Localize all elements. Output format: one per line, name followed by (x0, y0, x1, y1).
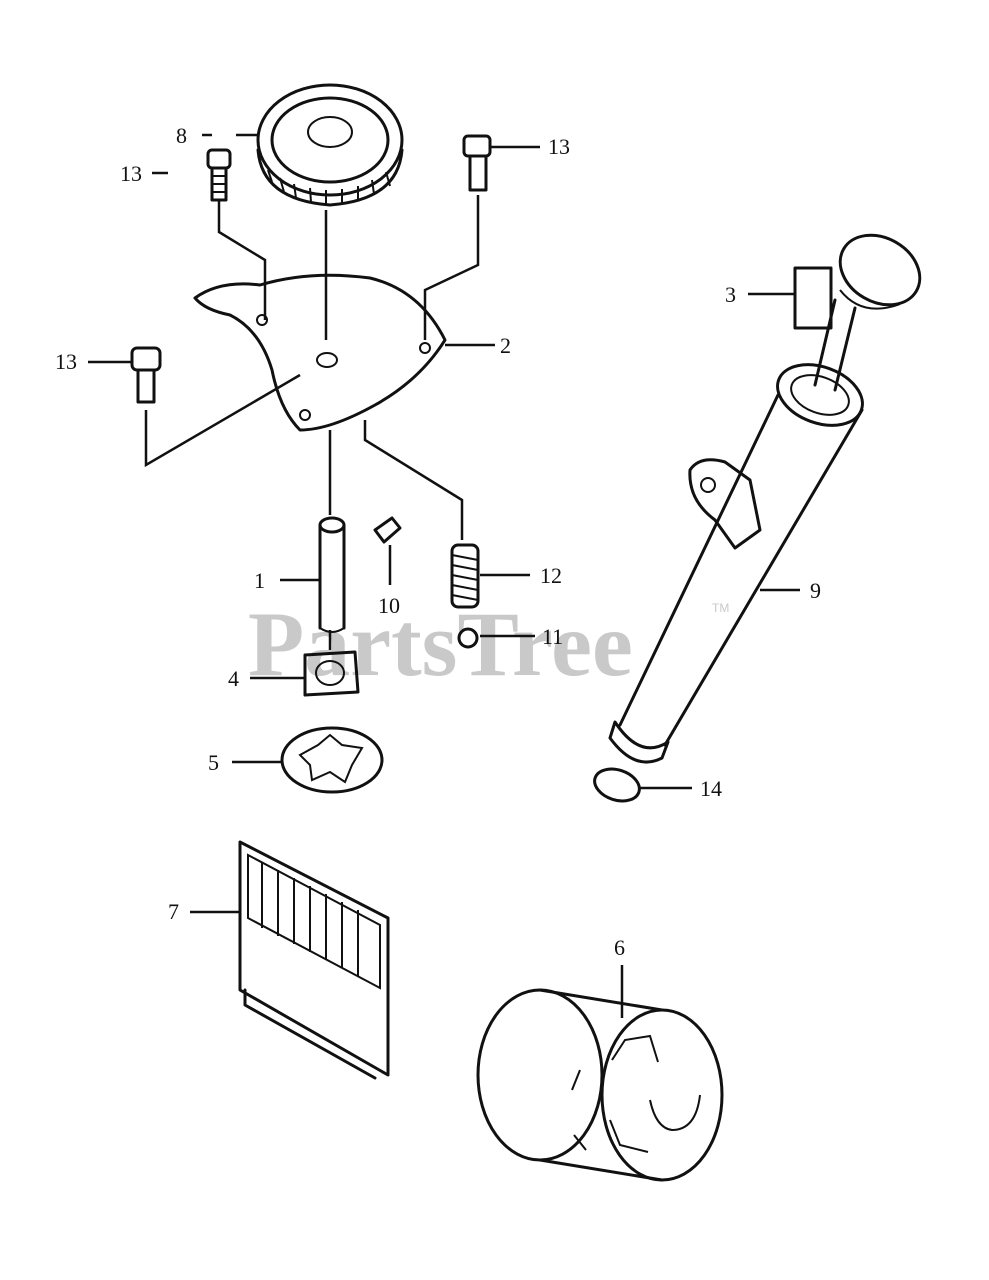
watermark: PartsTree (248, 593, 633, 695)
callout-10: 10 (378, 593, 400, 618)
callout-11: 11 (542, 624, 563, 649)
part-6-oil-filter (476, 988, 724, 1182)
part-1-shaft (318, 516, 346, 633)
callout-labels: 8 13 13 13 2 3 1 10 12 11 4 5 9 14 7 6 (55, 123, 821, 960)
part-14-o-ring (593, 767, 641, 803)
part-11-ball (457, 627, 479, 649)
callout-14: 14 (700, 776, 722, 801)
callout-6: 6 (614, 935, 625, 960)
part-13-bolt-c (130, 346, 162, 404)
callout-9: 9 (810, 578, 821, 603)
callout-5: 5 (208, 750, 219, 775)
part-10-pin (373, 516, 402, 544)
part-3-dipstick (793, 233, 922, 392)
part-12-spring (450, 543, 480, 609)
callout-2: 2 (500, 333, 511, 358)
part-8-gear (256, 83, 404, 207)
callout-8: 8 (176, 123, 187, 148)
part-5-outer-rotor (280, 726, 384, 794)
watermark-trademark: TM (712, 601, 729, 615)
callout-13-upper-left: 13 (120, 161, 142, 186)
part-2-plate (193, 273, 447, 432)
callout-12: 12 (540, 563, 562, 588)
callout-3: 3 (725, 282, 736, 307)
part-13-bolt-b (462, 134, 492, 192)
part-9-filler-tube (608, 363, 864, 764)
callout-1: 1 (254, 568, 265, 593)
callout-7: 7 (168, 899, 179, 924)
part-7-strainer (238, 840, 390, 1080)
callout-13-upper-right: 13 (548, 134, 570, 159)
callout-4: 4 (228, 666, 239, 691)
part-4-inner-rotor (303, 650, 360, 697)
part-13-bolt-a (206, 148, 232, 202)
callout-13-left: 13 (55, 349, 77, 374)
